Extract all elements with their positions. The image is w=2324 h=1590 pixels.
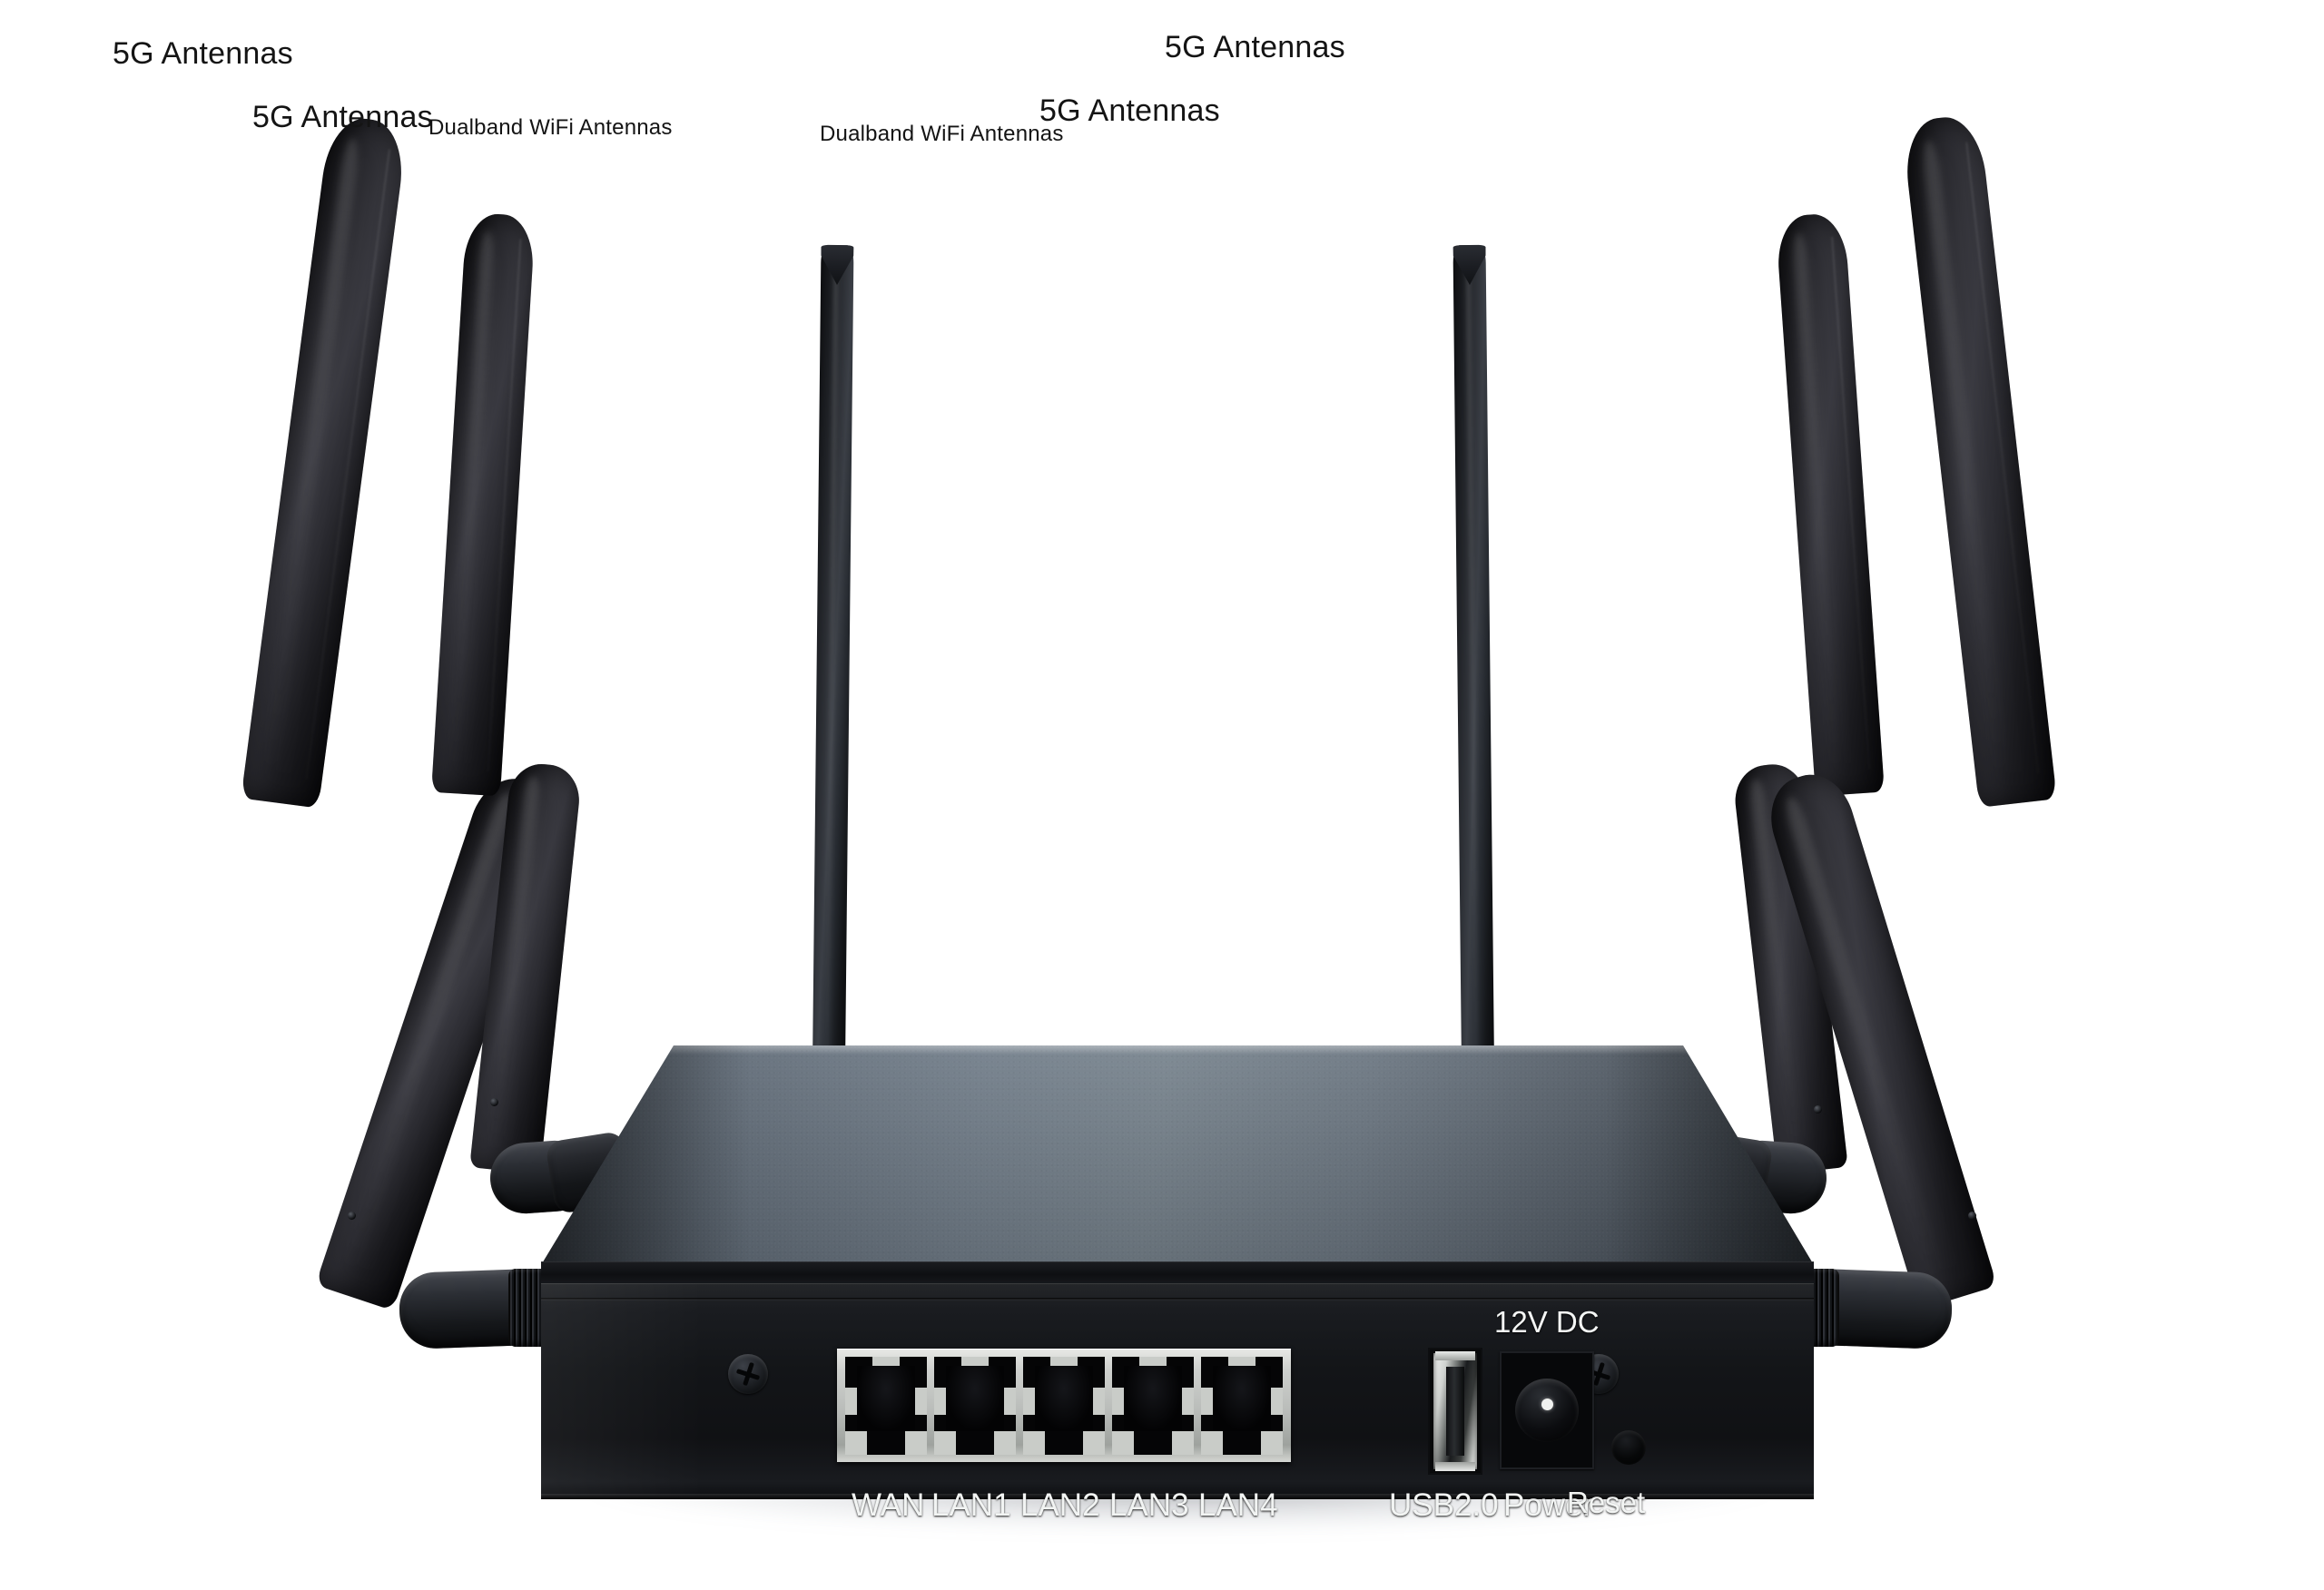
antenna-body [1452,244,1494,1067]
label-power: Power [1503,1487,1594,1523]
antenna-5g-3 [1775,211,1885,797]
label-lan1: LAN1 [931,1487,1011,1523]
panel-bottom-edge [541,1494,1814,1499]
label-12v-dc: 12V DC [1494,1305,1600,1339]
antenna-5g-1 [241,113,409,809]
panel-seam [541,1298,1814,1300]
antenna-seam [1965,142,2040,773]
antenna-highlight [1920,139,2010,786]
top-panel-left-shade [541,1045,750,1265]
rj45-key-right [1182,1388,1194,1415]
callout-5g-antennas-3: 5G Antennas [1039,93,1220,128]
router-chassis: WAN LAN1 LAN2 LAN3 LAN4 USB2.0 Power Res… [541,1045,1814,1523]
rj45-key-right [1004,1388,1016,1415]
antenna-tip [821,245,853,285]
rj45-cavity [857,1366,915,1431]
rj45-foot-right [905,1431,927,1455]
rj45-foot-right [1083,1431,1105,1455]
callout-5g-antennas-2: 5G Antennas [252,100,433,134]
callout-dualband-wifi-antennas-right: Dualband WiFi Antennas [820,122,1064,146]
label-wan: WAN [852,1487,925,1523]
rj45-key-left [1201,1388,1213,1415]
port-lan3[interactable] [1112,1357,1194,1455]
rj45-key-right [1271,1388,1283,1415]
ethernet-port-bank [837,1349,1291,1462]
antenna-wifi-right [1452,244,1494,1067]
usb-tongue [1445,1367,1465,1456]
label-reset: Reset [1567,1486,1646,1519]
rj45-cavity [946,1366,1004,1431]
rj45-key-left [845,1388,857,1415]
dc-jack-pin [1541,1399,1553,1410]
callout-5g-antennas-1: 5G Antennas [113,36,293,71]
antenna-body [431,211,537,797]
usb-cap-bottom [1435,1462,1475,1471]
antenna-highlight [447,231,495,777]
top-panel-texture [541,1045,1814,1265]
rj45-cavity [1035,1366,1093,1431]
rj45-foot-left [934,1431,956,1455]
port-usb[interactable] [1428,1348,1482,1475]
rj45-key-right [915,1388,927,1415]
antenna-5g-4 [1901,113,2057,808]
label-lan4: LAN4 [1198,1487,1278,1523]
port-lan4[interactable] [1201,1357,1283,1455]
panel-sheen [541,1283,704,1499]
antenna-5g-2 [431,211,537,797]
antenna-highlight [1466,261,1479,1050]
screw-left [728,1354,768,1394]
rj45-key-right [1093,1388,1105,1415]
rj45-foot-left [1201,1431,1223,1455]
antenna-pivot-dot-2 [490,1098,498,1106]
usb-shell [1433,1353,1477,1469]
antenna-body [812,244,854,1067]
antenna-pivot-dot-1 [348,1212,356,1220]
rj45-foot-right [1261,1431,1283,1455]
port-power[interactable] [1500,1351,1594,1469]
antenna-pivot-dot-3 [1814,1105,1822,1114]
chassis-lip [541,1261,1814,1285]
label-usb: USB2.0 [1389,1487,1499,1523]
label-lan2: LAN2 [1020,1487,1100,1523]
rj45-cavity [1124,1366,1182,1431]
rj45-foot-left [1023,1431,1045,1455]
antenna-seam [487,239,522,772]
antenna-highlight [261,136,361,782]
rj45-foot-left [845,1431,867,1455]
rj45-key-left [934,1388,946,1415]
rj45-foot-right [994,1431,1016,1455]
antenna-wifi-left [812,244,854,1067]
usb-cap-top [1435,1351,1475,1360]
antenna-body [1775,211,1885,797]
rj45-foot-right [1172,1431,1194,1455]
antenna-body [1901,113,2057,808]
antenna-highlight [825,261,838,1050]
router-top-panel [541,1045,1814,1265]
antenna-tip [1453,245,1486,285]
dc-jack-ring [1515,1379,1579,1442]
antenna-pivot-dot-4 [1968,1212,1976,1220]
label-lan3: LAN3 [1109,1487,1189,1523]
callout-5g-antennas-4: 5G Antennas [1165,30,1345,64]
port-lan2[interactable] [1023,1357,1105,1455]
reset-button[interactable] [1611,1430,1646,1465]
antenna-body [241,113,409,809]
rj45-cavity [1213,1366,1271,1431]
rj45-key-left [1023,1388,1035,1415]
top-panel-edge-light [541,1045,1814,1055]
callout-dualband-wifi-antennas-left: Dualband WiFi Antennas [428,115,673,140]
rj45-foot-left [1112,1431,1134,1455]
rj45-key-left [1112,1388,1124,1415]
top-panel-right-shade [1605,1045,1814,1265]
antenna-seam [305,149,390,780]
port-lan1[interactable] [934,1357,1016,1455]
port-wan[interactable] [845,1357,927,1455]
